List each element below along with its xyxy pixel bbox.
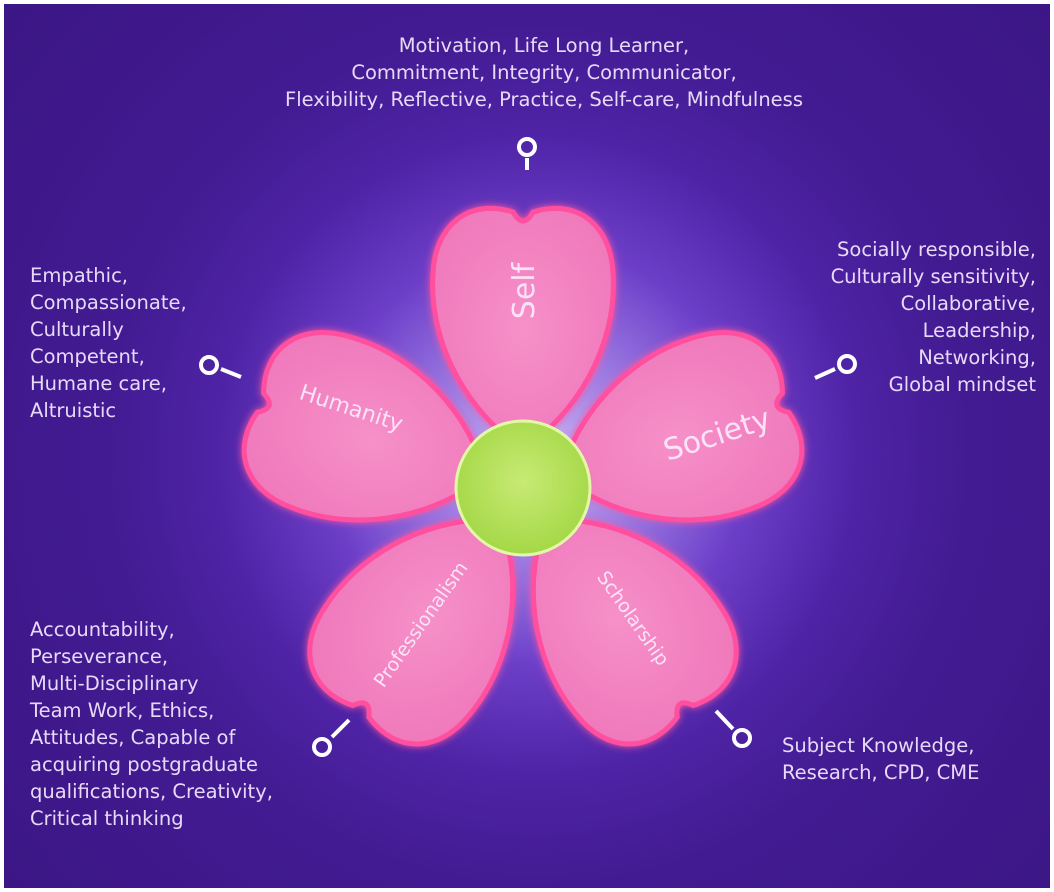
callout-professionalism-line: Team Work, Ethics, [30,699,215,722]
callout-humanity-line: Compassionate, [30,291,187,314]
callout-society: Socially responsible, Culturally sensiti… [831,236,1036,398]
callout-professionalism-line: qualifications, Creativity, [30,780,273,803]
diagram-canvas: Self Society Humanity Professionalism Sc… [4,4,1050,888]
connector-scholarship [714,709,752,748]
callout-professionalism-line: Multi-Disciplinary [30,672,199,695]
flower-center [454,419,592,557]
connectors [199,137,857,757]
petal-self [433,208,614,448]
callout-humanity-line: Humane care, [30,372,167,395]
callout-self-line: Commitment, Integrity, Communicator, [351,61,737,84]
callout-professionalism: Accountability, Perseverance, Multi-Disc… [30,616,273,832]
callout-self: Motivation, Life Long Learner, Commitmen… [244,32,844,113]
callout-scholarship: Subject Knowledge, Research, CPD, CME [782,732,979,786]
callout-humanity-line: Culturally [30,318,124,341]
connector-humanity [199,355,242,379]
callout-humanity: Empathic, Compassionate, Culturally Comp… [30,262,187,424]
callout-society-line: Global mindset [888,373,1036,396]
connector-professionalism [312,718,351,757]
callout-professionalism-line: Attitudes, Capable of [30,726,236,749]
callout-professionalism-line: Accountability, [30,618,175,641]
callout-humanity-line: Empathic, [30,264,128,287]
connector-society [814,354,857,380]
callout-society-line: Networking, [918,346,1036,369]
callout-society-line: Culturally sensitivity, [830,265,1036,288]
petal-label-self: Self [507,261,542,319]
callout-society-line: Collaborative, [900,292,1036,315]
callout-professionalism-line: acquiring postgraduate [30,753,258,776]
callout-scholarship-line: Research, CPD, CME [782,761,980,784]
callout-humanity-line: Competent, [30,345,145,368]
callout-professionalism-line: Critical thinking [30,807,184,830]
callout-humanity-line: Altruistic [30,399,117,422]
callout-society-line: Socially responsible, [837,238,1036,261]
callout-scholarship-line: Subject Knowledge, [782,734,975,757]
callout-professionalism-line: Perseverance, [30,645,169,668]
callout-self-line: Motivation, Life Long Learner, [398,34,690,57]
flower-diagram: Self Society Humanity Professionalism Sc… [199,137,857,888]
callout-self-line: Flexibility, Reflective, Practice, Self-… [285,88,803,111]
connector-self [517,137,537,170]
callout-society-line: Leadership, [922,319,1036,342]
